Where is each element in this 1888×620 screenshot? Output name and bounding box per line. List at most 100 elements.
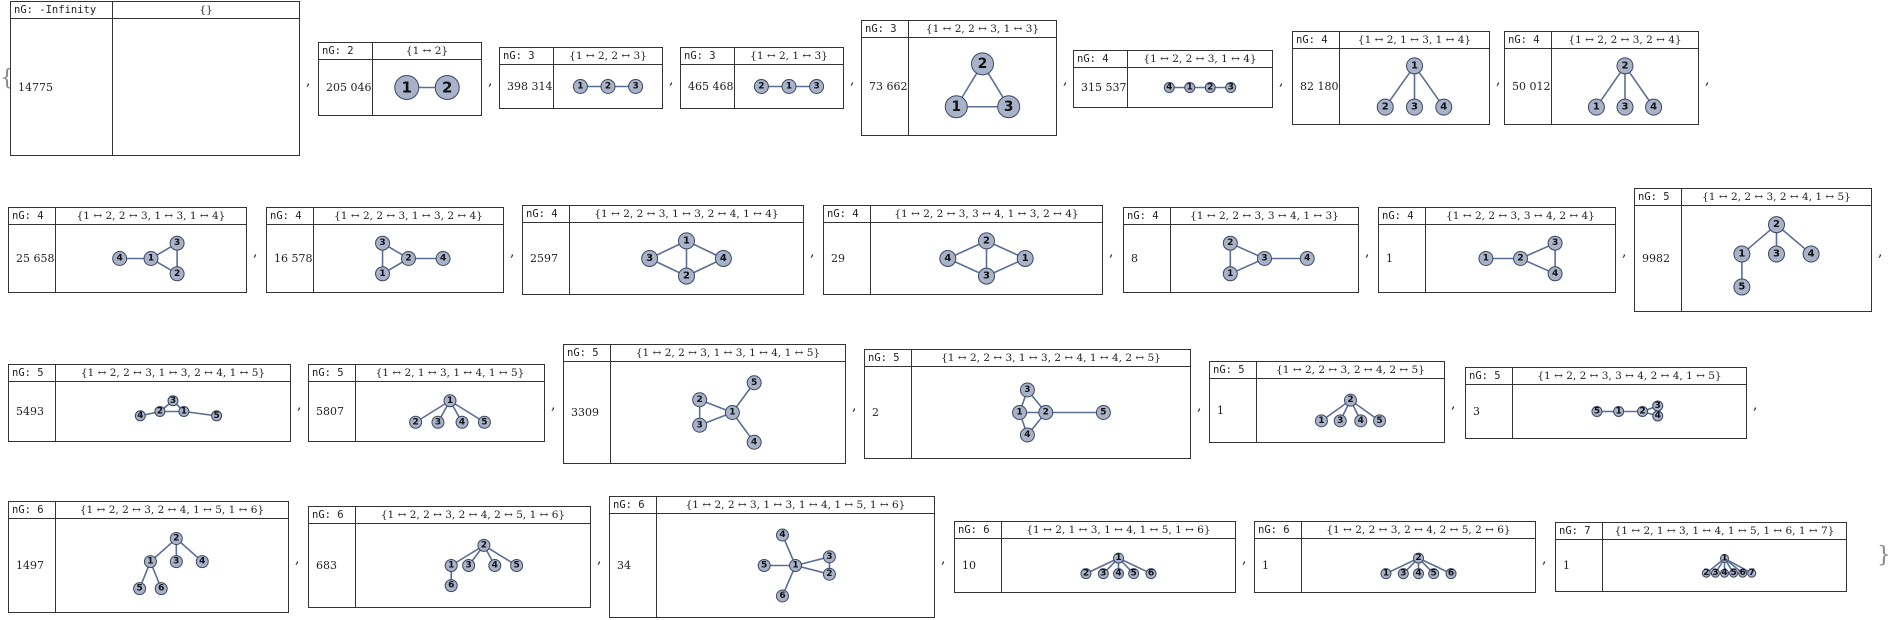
separator-comma: , [941, 551, 946, 567]
graph-node [1376, 98, 1394, 116]
graph-node-label: 5 [1594, 407, 1600, 417]
graph-node-label: 5 [1431, 569, 1437, 579]
card-header: nG: 6{1 ↔ 2, 1 ↔ 3, 1 ↔ 4, 1 ↔ 5, 1 ↔ 6} [955, 522, 1235, 539]
graph-node-label: 5 [1738, 281, 1745, 292]
graph-node-label: 4 [1166, 83, 1172, 93]
graph-node [1645, 98, 1663, 116]
graph-card: nG: 6{1 ↔ 2, 2 ↔ 3, 2 ↔ 4, 2 ↔ 5, 1 ↔ 6}… [308, 506, 591, 608]
occurrence-count: 1497 [16, 559, 44, 572]
graph-card: nG: 5{1 ↔ 2, 2 ↔ 3, 3 ↔ 4, 2 ↔ 4, 1 ↔ 5}… [1465, 367, 1747, 439]
graph-node-label: 2 [1703, 568, 1709, 578]
graph-node-label: 1 [1738, 249, 1745, 260]
card-header: nG: 4{1 ↔ 2, 2 ↔ 3, 1 ↔ 4} [1074, 51, 1272, 68]
graph-card: nG: 7{1 ↔ 2, 1 ↔ 3, 1 ↔ 4, 1 ↔ 5, 1 ↔ 6,… [1555, 522, 1847, 592]
graph-node [133, 582, 147, 596]
graph-node-label: 2 [157, 407, 163, 417]
occurrence-count: 16 578 [274, 252, 313, 265]
graph-node [143, 555, 157, 569]
occurrence-count: 9982 [1642, 252, 1670, 265]
graph-node-label: 4 [440, 254, 446, 264]
graph-node-label: 2 [605, 82, 611, 92]
graph-node [1128, 568, 1140, 580]
graph-node [1637, 406, 1649, 417]
occurrence-count: 315 537 [1081, 81, 1127, 94]
graph-node [628, 79, 644, 94]
occurrence-count: 8 [1131, 252, 1138, 265]
graph-node [477, 538, 491, 552]
edge-list-label: {1 ↔ 2, 2 ↔ 3, 1 ↔ 3, 1 ↔ 4, 1 ↔ 5, 1 ↔ … [685, 499, 906, 511]
card-header: nG: 4{1 ↔ 2, 2 ↔ 3, 3 ↔ 4, 1 ↔ 3, 2 ↔ 4} [824, 206, 1102, 223]
graph-node [409, 415, 423, 429]
graph-node [1435, 98, 1453, 116]
card-header: nG: 5{1 ↔ 2, 2 ↔ 3, 1 ↔ 3, 2 ↔ 4, 1 ↔ 5} [9, 365, 290, 382]
graph-card: nG: 6{1 ↔ 2, 1 ↔ 3, 1 ↔ 4, 1 ↔ 5, 1 ↔ 6}… [954, 521, 1236, 593]
graph-node-label: 2 [758, 82, 764, 92]
column-divider [911, 350, 912, 458]
edge-list-label: {1 ↔ 2, 2 ↔ 3, 1 ↔ 3, 1 ↔ 4} [76, 210, 226, 222]
occurrence-count: 50 012 [1512, 80, 1551, 93]
node-count-label: nG: 4 [1508, 34, 1540, 46]
graph-node [939, 250, 957, 267]
graph-node-label: 3 [632, 82, 638, 92]
edge-list-label: {1 ↔ 2, 2 ↔ 3, 3 ↔ 4, 1 ↔ 3} [1190, 210, 1339, 222]
separator-comma: , [1197, 398, 1202, 414]
separator-comma: , [1279, 73, 1284, 89]
graph-node [1184, 82, 1196, 93]
graph-node [134, 410, 146, 422]
graph-node-label: 3 [379, 238, 385, 248]
graph-node-label: 1 [379, 269, 385, 279]
card-header: nG: 6{1 ↔ 2, 2 ↔ 3, 2 ↔ 4, 2 ↔ 5, 2 ↔ 6} [1255, 522, 1535, 539]
graph-node-label: 4 [1650, 102, 1657, 113]
graph-node [443, 394, 457, 408]
graph-node [1012, 405, 1028, 420]
graph-node-label: 3 [173, 557, 179, 567]
graph-node-label: 3 [1400, 569, 1406, 579]
separator-comma: , [597, 551, 602, 567]
graph-node-label: 3 [646, 253, 653, 264]
occurrence-count: 2597 [530, 252, 558, 265]
graph-node-label: 3 [983, 271, 990, 282]
column-divider [55, 208, 56, 292]
graph-node [1591, 406, 1603, 417]
graph-node [1587, 98, 1605, 116]
graph-node-label: 2 [983, 235, 990, 246]
separator-comma: , [1622, 244, 1627, 260]
graph-node-label: 3 [813, 82, 819, 92]
graph-node [1019, 427, 1035, 443]
graph-node [1547, 235, 1563, 251]
graph-node-label: 3 [826, 552, 832, 562]
graph-node-label: 1 [447, 396, 453, 406]
column-divider [1301, 522, 1302, 592]
graph-node-label: 4 [779, 530, 785, 540]
graph-edge [415, 400, 451, 423]
graph-node-label: 6 [1148, 569, 1154, 579]
graph-node [1380, 568, 1392, 580]
graph-node [434, 75, 460, 100]
graph-node [1113, 568, 1124, 580]
graph-node-label: 5 [213, 411, 219, 421]
graph-node [1720, 554, 1729, 563]
graph-node [455, 415, 469, 429]
graph-node [1257, 251, 1272, 266]
graph-node-label: 3 [1004, 99, 1014, 115]
graph-node [1478, 251, 1494, 266]
graph-node-label: 1 [1187, 83, 1193, 93]
graph-node [1222, 235, 1238, 251]
